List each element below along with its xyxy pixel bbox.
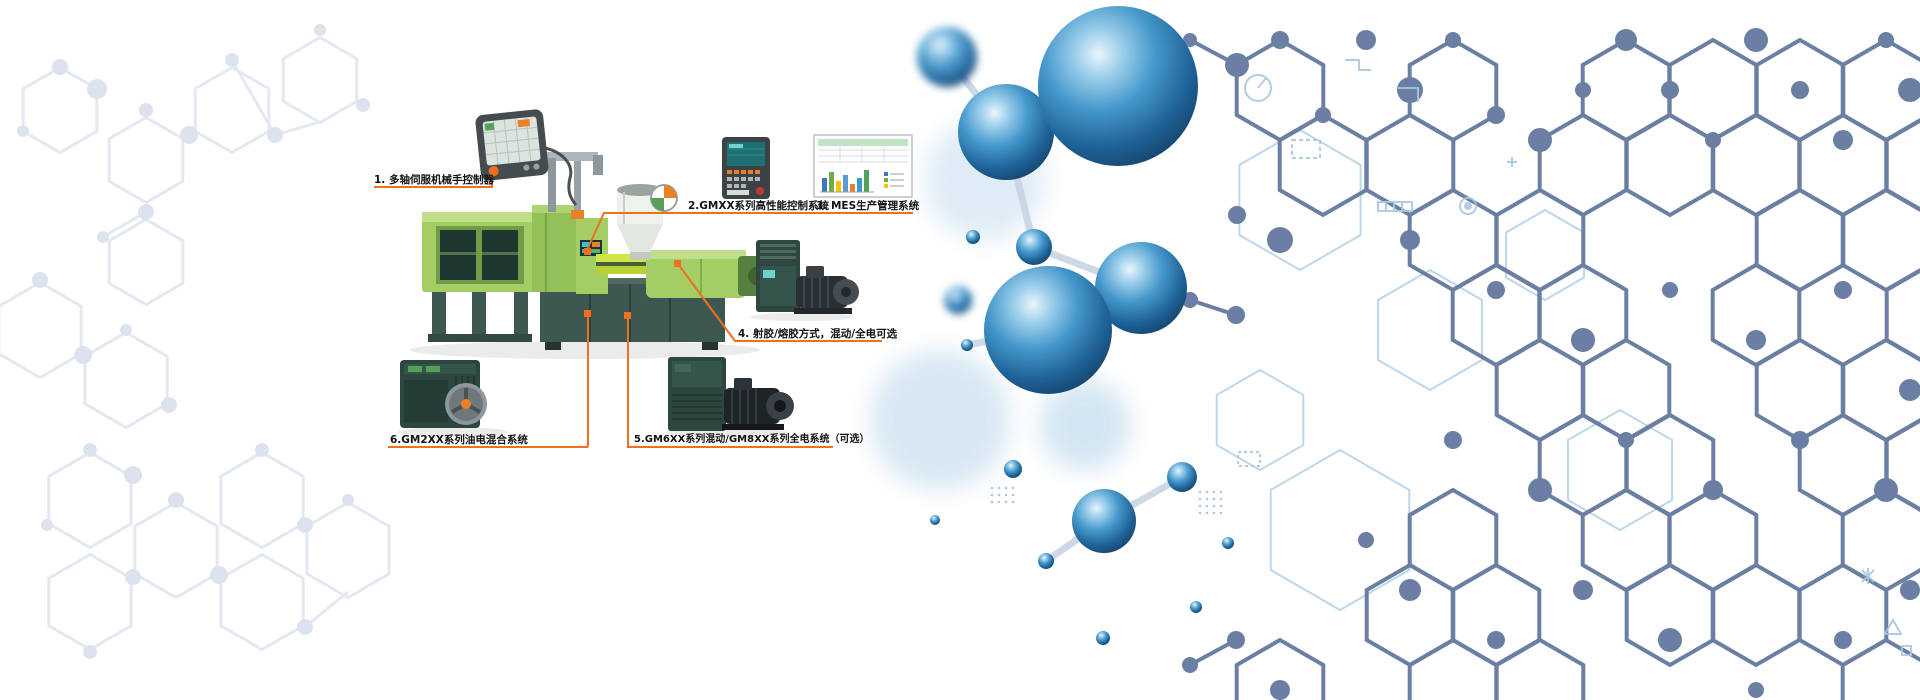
technical-doodle-icons bbox=[1237, 59, 1912, 656]
dot-grid-doodle bbox=[990, 486, 1230, 515]
device-servo-drive-motor bbox=[750, 240, 859, 321]
right-molecule-network bbox=[990, 28, 1920, 700]
callout-connector-lines bbox=[374, 174, 913, 448]
device-control-panel bbox=[722, 137, 770, 199]
device-oil-electric-drive bbox=[398, 360, 508, 437]
controller-cable bbox=[544, 146, 578, 206]
callout-hybrid-electric-system: 5.GM6XX系列混动/GM8XX系列全电系统（可选） bbox=[634, 434, 870, 445]
callout-robot-controller: 1. 多轴伺服机械手控制器 bbox=[374, 174, 494, 186]
left-molecule-network bbox=[0, 24, 391, 659]
injection-molding-machine bbox=[410, 152, 766, 359]
callout-control-system: 2.GMXX系列高性能控制系统 bbox=[688, 200, 830, 212]
blue-sphere-molecules bbox=[870, 6, 1234, 645]
callout-mes-system: 3. MES生产管理系统 bbox=[816, 200, 920, 212]
callout-connector-dots bbox=[584, 248, 681, 319]
callout-oil-electric-system: 6.GM2XX系列油电混合系统 bbox=[390, 434, 528, 446]
device-mes-screen bbox=[813, 134, 913, 198]
device-hybrid-all-electric-system bbox=[666, 357, 794, 438]
callout-injection-method: 4. 射胶/熔胶方式，混动/全电可选 bbox=[738, 328, 898, 340]
device-handheld-controller bbox=[475, 109, 578, 206]
